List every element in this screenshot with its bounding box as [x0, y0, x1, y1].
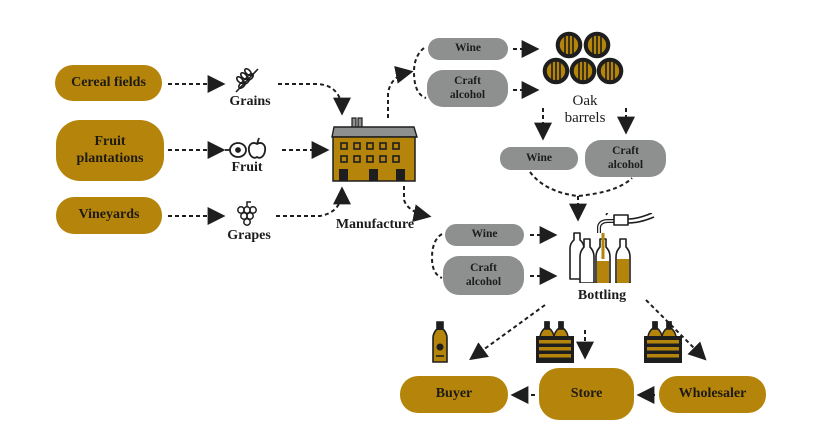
- source-label: Fruit plantations: [76, 134, 144, 166]
- wheat-icon: [235, 67, 259, 93]
- product-direct-craft-alcohol: Craft alcohol: [443, 256, 524, 295]
- product-label-line1: Craft: [612, 145, 639, 158]
- product-direct-wine: Wine: [445, 224, 524, 246]
- barrels-icon: [542, 31, 624, 85]
- product-top-wine: Wine: [428, 38, 508, 60]
- node-label: Buyer: [435, 386, 473, 402]
- single-bottle-icon: [432, 321, 448, 363]
- product-label: Wine: [455, 42, 481, 55]
- arrow-bottling-to-buyer: [469, 304, 546, 361]
- crate-icon-store: [536, 321, 574, 363]
- arrow-manufacture-to-direct: [403, 186, 432, 222]
- source-label: Cereal fields: [71, 74, 146, 90]
- curve-aged-to-bottling: [529, 171, 633, 198]
- product-label-line2: alcohol: [607, 158, 644, 171]
- source-label: Vineyards: [78, 207, 140, 223]
- source-vineyards: Vineyards: [56, 197, 162, 234]
- node-label: Store: [570, 385, 603, 401]
- factory-icon: [331, 117, 418, 182]
- node-label: Wholesaler: [678, 386, 747, 402]
- oak-barrels-label: Oak barrels: [555, 93, 615, 128]
- bottling-label: Bottling: [577, 288, 627, 303]
- bracket-top: [412, 47, 427, 99]
- product-label: Wine: [526, 151, 552, 164]
- node-store: Store: [539, 368, 634, 420]
- node-wholesaler: Wholesaler: [659, 376, 766, 413]
- raw-label-grapes: Grapes: [227, 228, 271, 243]
- product-label-line2: alcohol: [465, 275, 502, 288]
- product-label-line1: Craft: [470, 262, 497, 275]
- product-aged-wine: Wine: [500, 147, 578, 170]
- manufacture-label: Manufacture: [335, 217, 415, 232]
- node-buyer: Buyer: [400, 376, 508, 413]
- fruit-icon: [225, 137, 267, 159]
- raw-label-fruit: Fruit: [231, 160, 263, 175]
- arrow-grains-to-manufacture: [278, 83, 351, 116]
- grapes-icon: [237, 201, 257, 226]
- product-label-line1: Craft: [454, 75, 481, 88]
- product-label: Wine: [471, 228, 498, 241]
- arrow-grapes-to-manufacture: [276, 186, 351, 217]
- product-aged-craft-alcohol: Craft alcohol: [585, 140, 666, 177]
- bottling-icon: [569, 213, 655, 283]
- source-cereal-fields: Cereal fields: [55, 65, 162, 101]
- bracket-direct: [430, 233, 443, 279]
- oak-barrels-line2: barrels: [564, 110, 606, 127]
- product-top-craft-alcohol: Craft alcohol: [427, 70, 508, 107]
- arrow-manufacture-to-top: [387, 66, 414, 118]
- source-fruit-plantations: Fruit plantations: [56, 120, 164, 181]
- product-label-line2: alcohol: [449, 88, 486, 101]
- oak-barrels-line1: Oak: [572, 93, 598, 109]
- raw-label-grains: Grains: [229, 94, 271, 109]
- crate-icon-wholesaler: [644, 321, 682, 363]
